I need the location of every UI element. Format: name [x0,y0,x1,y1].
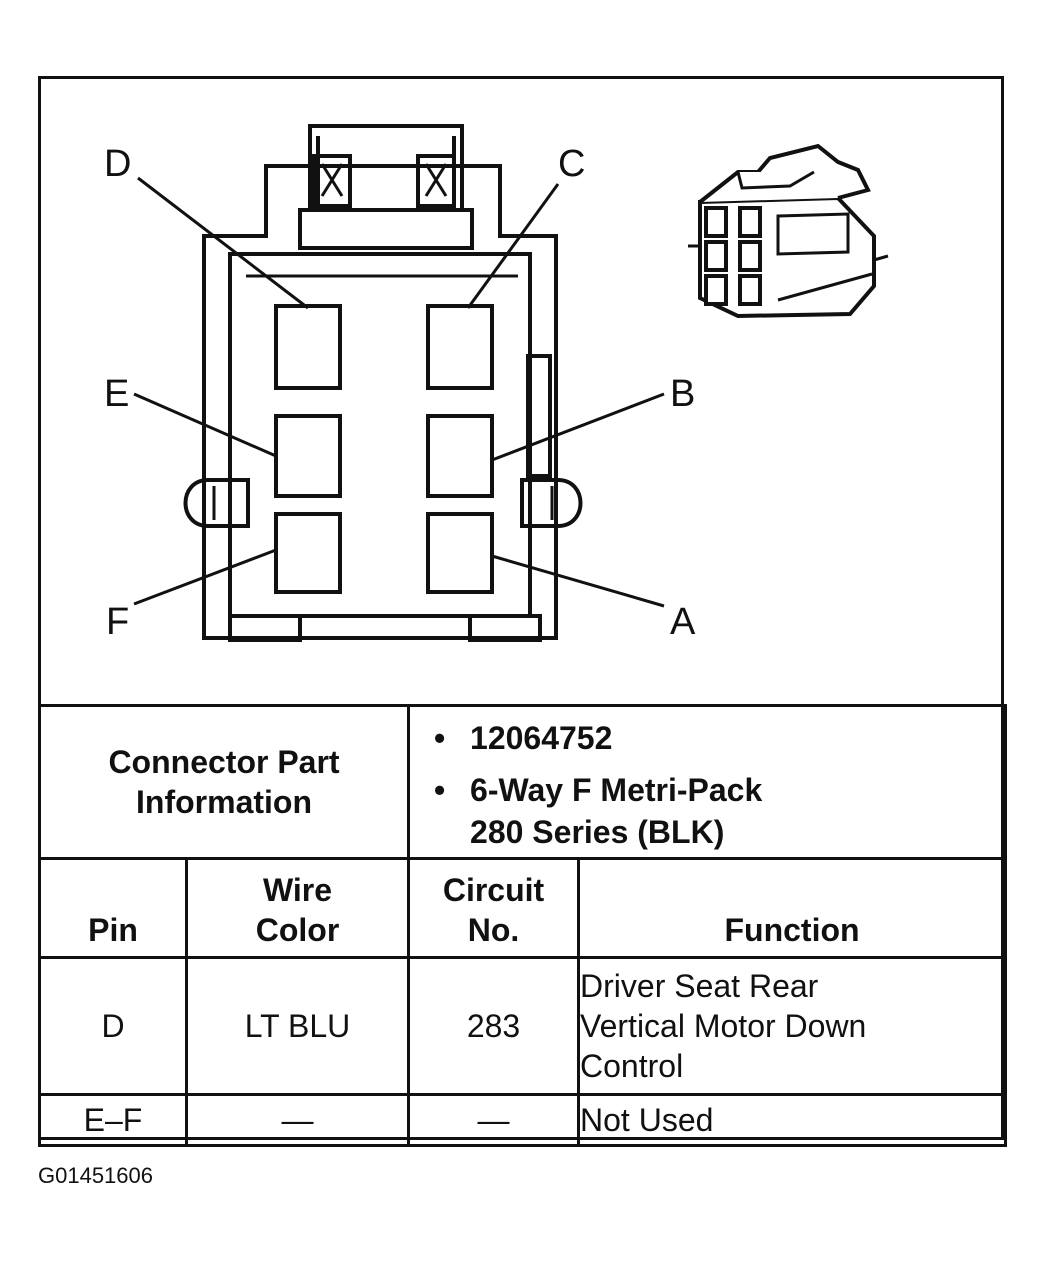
cavity-c [426,304,494,390]
pin-label-d: D [104,143,131,185]
leader-e [133,392,277,458]
clip-left [183,478,250,528]
pin-label-b: B [670,373,695,415]
cavity-d [274,304,342,390]
cell-circuit-no: 283 [407,956,581,1096]
cell-wire-color: LT BLU [184,956,411,1096]
pin-label-f: F [106,601,129,643]
connector-description-line1: 6-Way F Metri-Pack [470,772,763,808]
cell-circuit-no: — [407,1093,581,1147]
foot-right [468,614,542,642]
connector-part-row: Connector Part Information • 12064752 • … [37,704,1008,860]
cell-pin: E–F [38,1093,188,1147]
connector-info-table: Connector Part Information • 12064752 • … [37,704,1008,1147]
latch-top [298,208,474,250]
connector-isometric-view [688,143,889,319]
cavity-f [274,512,342,594]
foot-left [228,614,302,642]
cell-pin: D [38,956,188,1096]
cavity-b [426,414,494,498]
cavity-e [274,414,342,498]
connector-outer-outline [202,164,558,640]
header-function: Function [577,857,1008,959]
cell-wire-color: — [184,1093,411,1147]
clip-right [520,478,583,528]
connector-part-label: Connector Part Information [37,704,411,860]
bullet-icon: • [434,720,446,756]
cell-function: Not Used [577,1093,1008,1147]
leader-d [137,176,309,310]
leader-f [133,548,277,606]
part-number: 12064752 [470,720,613,756]
pin-label-a: A [670,601,696,643]
cavity-a [426,512,494,594]
connector-part-values: • 12064752 • 6-Way F Metri-Pack 280 Seri… [407,704,1008,860]
leader-c [466,183,560,309]
bullet-icon: • [434,772,446,808]
pin-label-e: E [104,373,129,415]
cell-function: Driver Seat Rear Vertical Motor Down Con… [577,956,1008,1096]
connector-diagram: D C E B F A [104,124,889,643]
figure-code: G01451606 [38,1163,153,1188]
connector-description-line2: 280 Series (BLK) [470,814,725,850]
table-row: E–F — — Not Used [38,1093,1008,1147]
pin-label-c: C [558,143,585,185]
leader-b [491,392,665,462]
header-pin: Pin [38,857,188,959]
table-row: D LT BLU 283 Driver Seat Rear Vertical M… [38,956,1008,1096]
latch-tab [308,124,464,212]
leader-a [491,554,665,608]
